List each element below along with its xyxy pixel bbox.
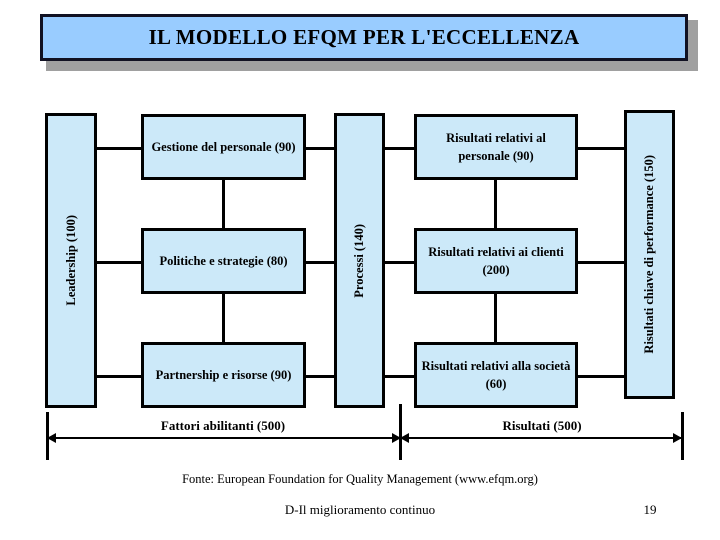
connector-policy-partnership xyxy=(222,291,225,344)
node-key-performance-results-label: Risultati chiave di performance (150) xyxy=(642,155,657,354)
node-people-management[interactable]: Gestione del personale (90) xyxy=(141,114,306,180)
node-society-results-label: Risultati relativi alla società (60) xyxy=(421,358,571,391)
node-leadership-label: Leadership (100) xyxy=(63,215,78,306)
connector-policy-processes xyxy=(304,261,336,264)
span-line-results xyxy=(403,437,681,439)
connector-partnership-processes xyxy=(304,375,336,378)
node-processes-label: Processi (140) xyxy=(352,223,367,298)
connector-leadership-partnership xyxy=(95,375,143,378)
span-arrow-enablers-right xyxy=(392,433,401,443)
span-line-enablers xyxy=(52,437,400,439)
connector-processes-customer-results xyxy=(383,261,417,264)
connector-processes-people-results xyxy=(383,147,417,150)
connector-customer-results-society-results xyxy=(494,291,497,344)
span-arrow-results-left xyxy=(400,433,409,443)
span-tick-middle xyxy=(399,404,402,460)
span-label-results: Risultati (500) xyxy=(502,418,582,433)
node-society-results[interactable]: Risultati relativi alla società (60) xyxy=(414,342,578,408)
page-title: IL MODELLO EFQM PER L'ECCELLENZA xyxy=(148,25,580,49)
node-people-results-label: Risultati relativi al personale (90) xyxy=(446,130,546,163)
connector-people-processes xyxy=(304,147,336,150)
node-processes[interactable]: Processi (140) xyxy=(334,113,385,408)
connector-customer-results-key xyxy=(575,261,626,264)
node-people-results[interactable]: Risultati relativi al personale (90) xyxy=(414,114,578,180)
node-customer-results-label: Risultati relativi ai clienti (200) xyxy=(428,244,564,277)
node-policy-strategy-label: Politiche e strategie (80) xyxy=(159,253,288,268)
page-number: 19 xyxy=(643,502,657,517)
connector-society-results-key xyxy=(575,375,626,378)
connector-processes-society-results xyxy=(383,375,417,378)
node-key-performance-results[interactable]: Risultati chiave di performance (150) xyxy=(624,110,675,399)
node-customer-results[interactable]: Risultati relativi ai clienti (200) xyxy=(414,228,578,294)
span-label-enablers: Fattori abilitanti (500) xyxy=(160,418,286,433)
connector-leadership-policy xyxy=(95,261,143,264)
node-partnership-resources-label: Partnership e risorse (90) xyxy=(155,367,292,382)
source-note: Fonte: European Foundation for Quality M… xyxy=(182,472,538,486)
node-leadership[interactable]: Leadership (100) xyxy=(45,113,97,408)
node-policy-strategy[interactable]: Politiche e strategie (80) xyxy=(141,228,306,294)
span-arrow-enablers-left xyxy=(47,433,56,443)
node-people-management-label: Gestione del personale (90) xyxy=(151,139,296,154)
connector-people-results-key xyxy=(575,147,626,150)
title-banner: IL MODELLO EFQM PER L'ECCELLENZA xyxy=(40,14,688,61)
deck-title: D-Il miglioramento continuo xyxy=(284,502,436,517)
connector-leadership-people xyxy=(95,147,143,150)
connector-people-policy xyxy=(222,178,225,230)
node-partnership-resources[interactable]: Partnership e risorse (90) xyxy=(141,342,306,408)
connector-people-results-customer-results xyxy=(494,178,497,230)
span-tick-right xyxy=(681,412,684,460)
span-arrow-results-right xyxy=(673,433,682,443)
